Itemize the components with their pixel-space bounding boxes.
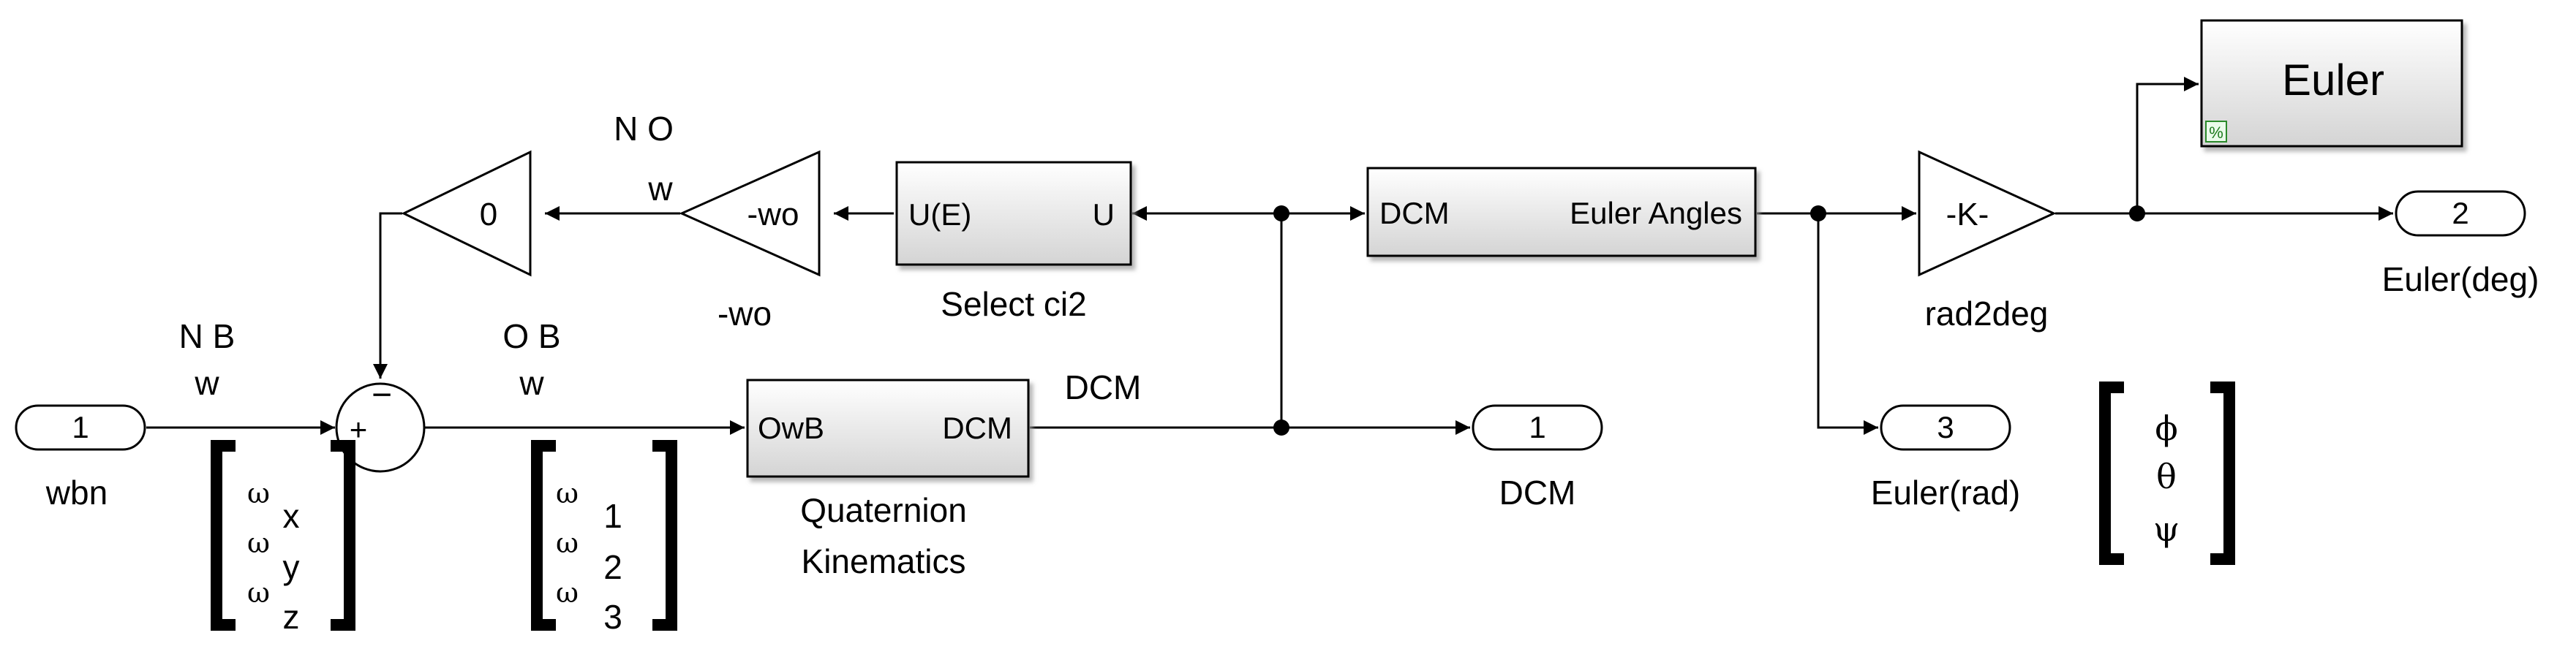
sum-minus-sign: − (372, 376, 392, 414)
quaternion-kinematics-block[interactable]: OwB DCM Quaternion Kinematics (746, 379, 1030, 580)
inport-label: wbn (45, 474, 108, 512)
select-ci2-block[interactable]: U(E) U Select ci2 (895, 161, 1132, 323)
scope-badge-icon (2205, 121, 2227, 143)
inport-wbn[interactable]: 1 wbn (15, 404, 146, 512)
gain-wo[interactable]: -wo -wo (679, 150, 821, 333)
matrix-symbol-psi: ψ (2153, 509, 2180, 549)
outport-euler-deg[interactable]: 2 Euler(deg) (2382, 190, 2539, 298)
matrix-subscript: 1 (603, 497, 622, 535)
matrix-symbol-theta: θ (2156, 457, 2177, 496)
annotation-wob-superscript: O B (502, 317, 560, 355)
matrix-left-bracket (211, 440, 236, 631)
annotation-wob-symbol: w (519, 364, 544, 402)
branch-point (1810, 205, 1826, 221)
outport-number: 3 (1937, 410, 1954, 444)
matrix-left-bracket (2099, 382, 2124, 565)
gain-label: -wo (718, 295, 772, 333)
inport-number: 1 (72, 410, 88, 444)
gain-zero[interactable]: 0 (401, 150, 532, 277)
matrix-symbol-phi: ϕ (2155, 409, 2177, 448)
branch-point (2129, 205, 2145, 221)
block-label-line2: Kinematics (802, 542, 966, 580)
outport-number: 1 (1529, 410, 1545, 444)
matrix-wob: ω ω ω 1 2 3 (531, 440, 677, 636)
outport-dcm[interactable]: 1 DCM (1472, 404, 1603, 512)
annotation-wno-symbol: w (647, 170, 673, 208)
block-label-line1: Quaternion (800, 491, 967, 529)
block-input-port: OwB (758, 411, 824, 445)
matrix-omega: ω (556, 477, 579, 509)
matrix-euler: ϕ θ ψ (2099, 382, 2235, 565)
matrix-omega: ω (247, 477, 270, 509)
signal-annotations: N O w N B w O B w DCM (179, 110, 1142, 406)
gain-value: -K- (1946, 197, 1989, 232)
matrix-omega: ω (247, 577, 270, 609)
dcm-to-euler-block[interactable]: DCM Euler Angles (1366, 167, 1757, 257)
outport-euler-rad[interactable]: 3 Euler(rad) (1871, 404, 2021, 512)
sum-block[interactable]: − + (335, 376, 426, 473)
signal-lines (146, 77, 2393, 435)
outport-number: 2 (2452, 196, 2468, 230)
block-input-port: U(E) (908, 197, 971, 232)
block-input-port: DCM (1379, 196, 1450, 230)
matrix-subscript: x (283, 497, 300, 535)
branch-point (1273, 205, 1289, 221)
matrix-omega: ω (556, 527, 579, 559)
euler-scope-block[interactable]: Euler % (2200, 19, 2463, 148)
matrix-right-bracket (652, 440, 677, 631)
matrix-wbn: ω ω ω x y z (211, 440, 355, 636)
annotation-dcm-signal: DCM (1065, 368, 1142, 406)
block-output-port: DCM (942, 411, 1012, 445)
matrix-right-bracket (2210, 382, 2235, 565)
annotation-wnb-symbol: w (194, 364, 219, 402)
gain-value: -wo (747, 197, 799, 232)
scope-badge-text: % (2209, 124, 2223, 142)
outport-label: DCM (1499, 474, 1576, 512)
matrix-omega: ω (556, 577, 579, 609)
matrix-subscript: z (283, 598, 300, 636)
outport-label: Euler(rad) (1871, 474, 2021, 512)
scope-title: Euler (2282, 56, 2384, 105)
block-label: Select ci2 (941, 285, 1086, 323)
matrix-subscript: y (283, 548, 300, 586)
branch-points (1273, 205, 2145, 436)
block-output-port: Euler Angles (1570, 196, 1742, 230)
matrix-right-bracket (331, 440, 355, 631)
matrix-subscript: 2 (603, 548, 622, 586)
annotation-wno-superscript: N O (614, 110, 674, 148)
gain-value: 0 (480, 197, 497, 232)
annotation-wnb-superscript: N B (179, 317, 236, 355)
block-output-port: U (1093, 197, 1115, 232)
matrix-left-bracket (531, 440, 556, 631)
matrix-subscript: 3 (603, 598, 622, 636)
gain-rad2deg[interactable]: -K- rad2deg (1918, 150, 2057, 333)
gain-label: rad2deg (1925, 295, 2049, 333)
outport-label: Euler(deg) (2382, 260, 2539, 298)
branch-point (1273, 420, 1289, 436)
matrix-omega: ω (247, 527, 270, 559)
